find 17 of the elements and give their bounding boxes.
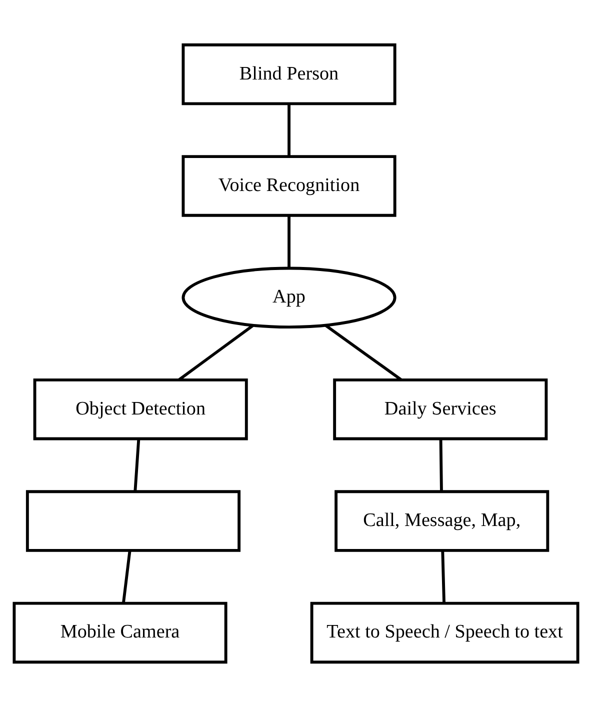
node-box: Blind Person (182, 42, 396, 105)
node-ellipse: App (182, 266, 396, 328)
node-box: Mobile Camera (12, 601, 228, 664)
node-box: Object Detection (33, 378, 248, 440)
connector (288, 103, 290, 156)
connector (439, 438, 443, 491)
node-box: Voice Recognition (182, 154, 396, 216)
connector (441, 550, 446, 602)
connector (288, 214, 290, 268)
connector (178, 324, 254, 381)
node-box: Daily Services (333, 378, 548, 440)
connector (324, 324, 402, 381)
node-box (26, 490, 241, 552)
node-box: Text to Speech / Speech to text (310, 601, 580, 664)
connector (122, 550, 132, 603)
connector (134, 438, 140, 491)
node-box: Call, Message, Map, (334, 490, 550, 552)
